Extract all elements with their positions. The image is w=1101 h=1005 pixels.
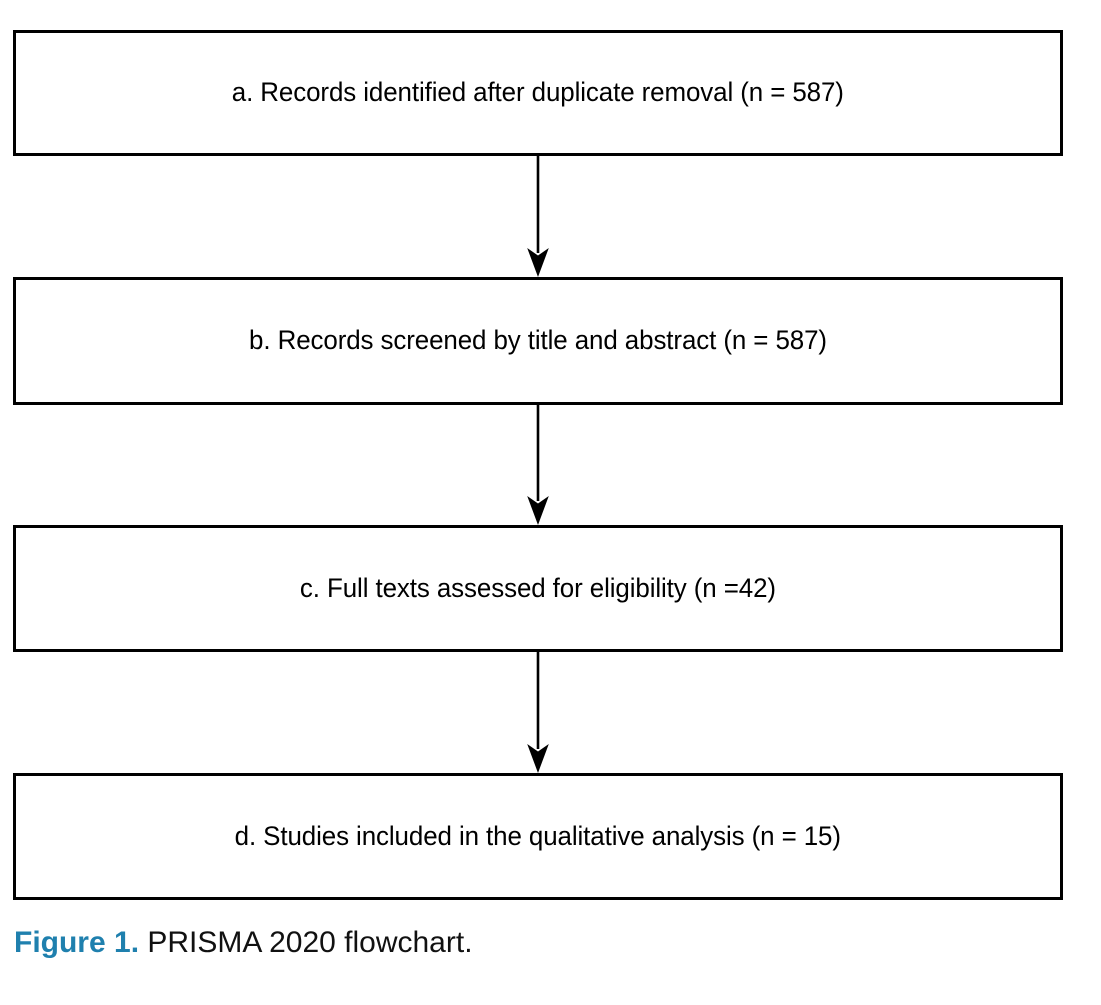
arrow-c-to-d [526,652,550,773]
flow-box-d: d. Studies included in the qualitative a… [13,773,1063,900]
flow-box-b-label: b. Records screened by title and abstrac… [249,325,827,356]
arrow-a-to-b [526,156,550,277]
figure-caption-number: Figure 1. [14,926,140,959]
flow-box-d-label: d. Studies included in the qualitative a… [234,820,842,851]
flow-box-b: b. Records screened by title and abstrac… [13,277,1063,405]
figure-caption-description: PRISMA 2020 flowchart. [147,926,473,959]
flow-box-a: a. Records identified after duplicate re… [13,30,1063,156]
flow-box-a-label: a. Records identified after duplicate re… [231,77,845,108]
flow-box-c: c. Full texts assessed for eligibility (… [13,525,1063,652]
flow-box-c-label: c. Full texts assessed for eligibility (… [299,572,777,603]
figure-caption: Figure 1. PRISMA 2020 flowchart. [14,925,1074,961]
arrow-b-to-c [526,405,550,525]
